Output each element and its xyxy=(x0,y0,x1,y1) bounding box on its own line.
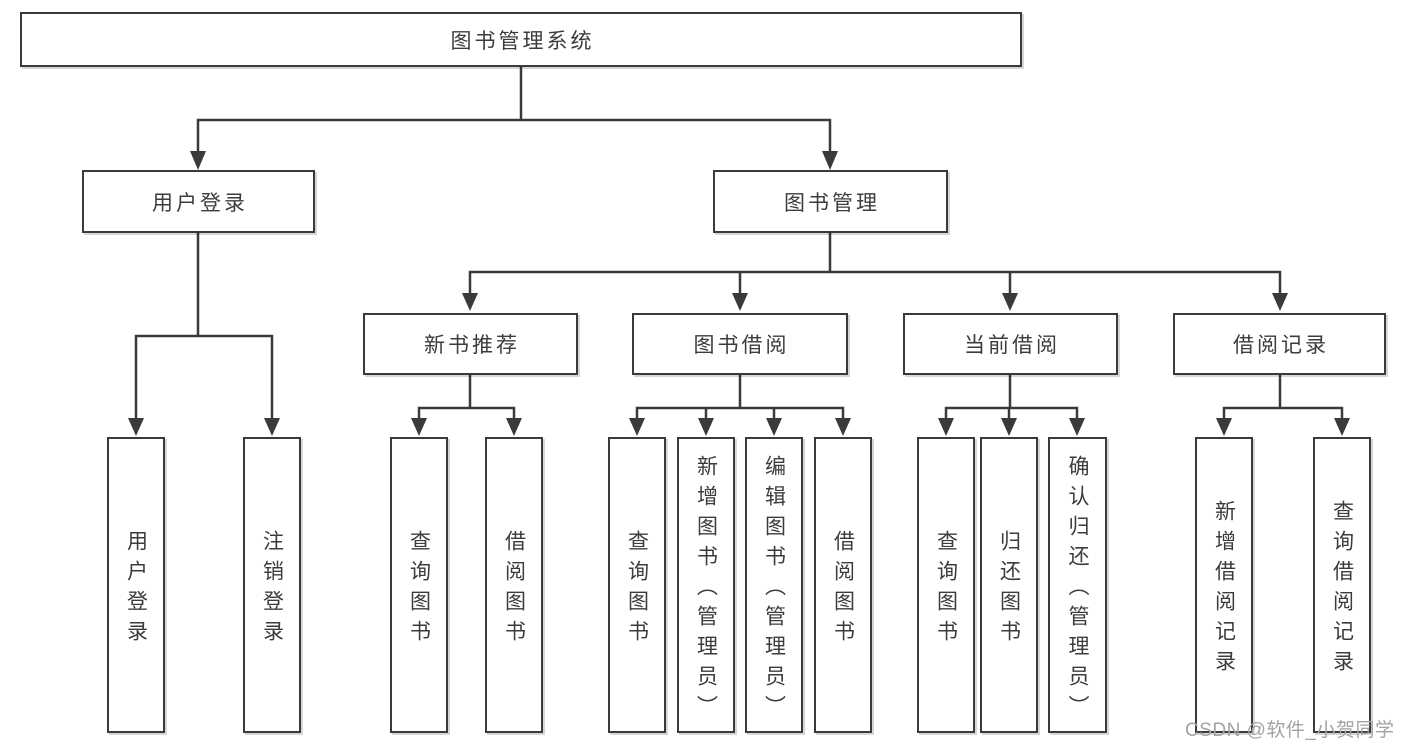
node-borrowing-records: 借阅记录 xyxy=(1173,313,1386,375)
node-leaf-query-books-2-label: 查询图书 xyxy=(625,529,649,650)
node-leaf-query-books-3: 查询图书 xyxy=(917,437,975,733)
node-leaf-edit-book-admin-label: 编辑图书（管理员） xyxy=(762,454,786,725)
node-leaf-return-books: 归还图书 xyxy=(980,437,1038,733)
node-leaf-borrow-books-1: 借阅图书 xyxy=(485,437,543,733)
node-library-system-label: 图书管理系统 xyxy=(450,29,595,53)
node-leaf-logout-label: 注销登录 xyxy=(260,529,284,650)
node-library-system: 图书管理系统 xyxy=(20,12,1022,67)
node-leaf-borrow-books-2-label: 借阅图书 xyxy=(831,529,855,650)
node-leaf-borrow-books-2: 借阅图书 xyxy=(814,437,872,733)
node-leaf-borrow-books-1-label: 借阅图书 xyxy=(502,529,526,650)
node-leaf-add-borrow-record: 新增借阅记录 xyxy=(1195,437,1253,733)
node-leaf-query-borrow-record: 查询借阅记录 xyxy=(1313,437,1371,733)
node-book-management: 图书管理 xyxy=(713,170,948,233)
csdn-watermark: CSDN @软件_小贺同学 xyxy=(1185,720,1395,741)
node-leaf-return-books-label: 归还图书 xyxy=(997,529,1021,650)
node-current-borrowing: 当前借阅 xyxy=(903,313,1118,375)
node-book-borrowing-label: 图书借阅 xyxy=(693,334,790,357)
node-book-borrowing: 图书借阅 xyxy=(632,313,848,375)
node-borrowing-records-label: 借阅记录 xyxy=(1233,334,1329,357)
node-leaf-logout: 注销登录 xyxy=(243,437,301,733)
node-leaf-add-borrow-record-label: 新增借阅记录 xyxy=(1212,499,1236,680)
arrowhead-triangles xyxy=(128,151,1350,436)
node-leaf-query-books-3-label: 查询图书 xyxy=(934,529,958,650)
node-leaf-add-book-admin: 新增图书（管理员） xyxy=(677,437,735,733)
node-new-book-recommend: 新书推荐 xyxy=(363,313,578,375)
node-leaf-query-books-2: 查询图书 xyxy=(608,437,666,733)
node-leaf-query-books-1-label: 查询图书 xyxy=(407,529,431,650)
node-leaf-add-book-admin-label: 新增图书（管理员） xyxy=(694,454,718,725)
node-leaf-confirm-return-admin-label: 确认归还（管理员） xyxy=(1066,454,1089,725)
node-leaf-query-books-1: 查询图书 xyxy=(390,437,448,733)
node-leaf-query-borrow-record-label: 查询借阅记录 xyxy=(1330,499,1354,680)
node-leaf-user-login-label: 用户登录 xyxy=(124,529,148,650)
node-user-login-label: 用户登录 xyxy=(152,191,248,215)
node-current-borrowing-label: 当前借阅 xyxy=(964,334,1060,357)
node-user-login: 用户登录 xyxy=(82,170,315,233)
connector-path xyxy=(134,65,1344,421)
node-leaf-edit-book-admin: 编辑图书（管理员） xyxy=(745,437,803,733)
node-leaf-confirm-return-admin: 确认归还（管理员） xyxy=(1048,437,1107,733)
node-new-book-recommend-label: 新书推荐 xyxy=(424,334,520,357)
node-leaf-user-login: 用户登录 xyxy=(107,437,165,733)
node-book-management-label: 图书管理 xyxy=(784,191,880,215)
